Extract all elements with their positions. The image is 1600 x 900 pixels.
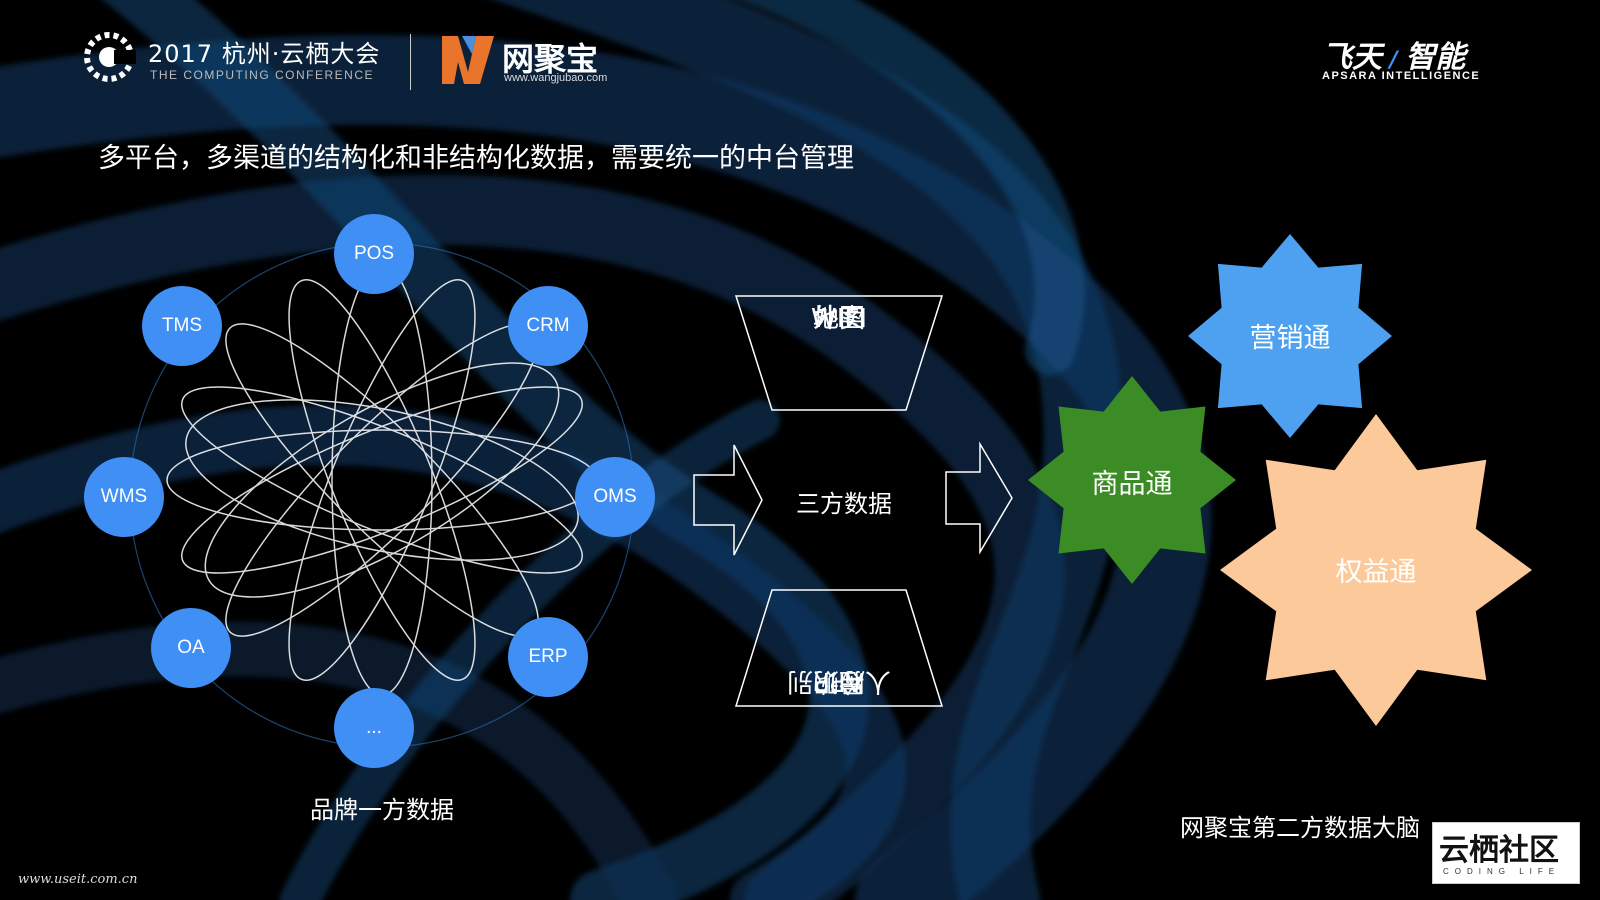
right-arrow-icon	[945, 441, 1013, 555]
feitian-text: 飞天	[1322, 40, 1382, 75]
cloud-conference-logo-icon	[84, 32, 138, 82]
top-box-line: 地图	[812, 304, 865, 334]
node-label: POS	[353, 243, 395, 264]
star-product-label: 商品通	[1091, 469, 1173, 500]
watermark-title: 云栖社区	[1439, 833, 1559, 868]
conference-subtitle: THE COMPUTING CONFERENCE	[150, 68, 375, 82]
left-arrow-icon	[693, 444, 763, 556]
node-label: WMS	[100, 486, 148, 507]
slide-headline: 多平台，多渠道的结构化和非结构化数据，需要统一的中台管理	[98, 143, 854, 174]
center-label: 三方数据	[796, 490, 892, 518]
star-rights[interactable]	[1220, 414, 1532, 726]
node-more[interactable]: ...	[334, 688, 414, 768]
star-marketing[interactable]	[1188, 234, 1392, 438]
node-label: OA	[177, 637, 205, 658]
node-label: TMS	[161, 315, 203, 336]
star-rights-label: 权益通	[1335, 557, 1417, 588]
feitian-title: 飞天 / 智能	[1322, 32, 1465, 76]
top-box-line: WIFI	[811, 304, 867, 334]
watermark-sub: CODING LIFE	[1443, 867, 1561, 876]
zhineng-text: 智能	[1405, 40, 1466, 75]
node-pos[interactable]: POS	[334, 214, 414, 294]
node-label: OMS	[593, 486, 637, 507]
star-marketing-label: 营销通	[1249, 323, 1331, 354]
node-wms[interactable]: WMS	[84, 457, 164, 537]
orbit-ellipses	[166, 264, 598, 696]
node-label: CRM	[526, 315, 570, 336]
conference-title: 2017 杭州·云栖大会	[148, 40, 381, 68]
node-oa[interactable]: OA	[151, 608, 231, 688]
conference-logo	[82, 30, 138, 88]
node-label: ...	[366, 717, 382, 738]
watermark: 云栖社区 CODING LIFE	[1432, 822, 1580, 884]
node-label: ERP	[528, 646, 568, 667]
left-caption: 品牌一方数据	[310, 796, 454, 824]
footer-url: www.useit.com.cn	[18, 872, 138, 887]
node-oms[interactable]: OMS	[575, 457, 655, 537]
slash-mark: /	[1382, 48, 1406, 73]
header-divider	[410, 34, 411, 90]
node-crm[interactable]: CRM	[508, 286, 588, 366]
wangjubao-logo-icon	[442, 36, 494, 84]
right-caption: 网聚宝第二方数据大脑	[1180, 814, 1420, 842]
top-box-line: 外卖	[812, 304, 865, 334]
star-product[interactable]	[1028, 376, 1236, 584]
wangjubao-logo	[440, 32, 496, 90]
brand-url: www.wangjubao.com	[504, 72, 608, 84]
bottom-trapezoid	[734, 589, 944, 707]
node-erp[interactable]: ERP	[508, 617, 588, 697]
node-tms[interactable]: TMS	[142, 286, 222, 366]
apsara-subtitle: APSARA INTELLIGENCE	[1322, 70, 1481, 82]
brand-name: 网聚宝	[502, 40, 599, 78]
top-trapezoid	[734, 295, 944, 411]
